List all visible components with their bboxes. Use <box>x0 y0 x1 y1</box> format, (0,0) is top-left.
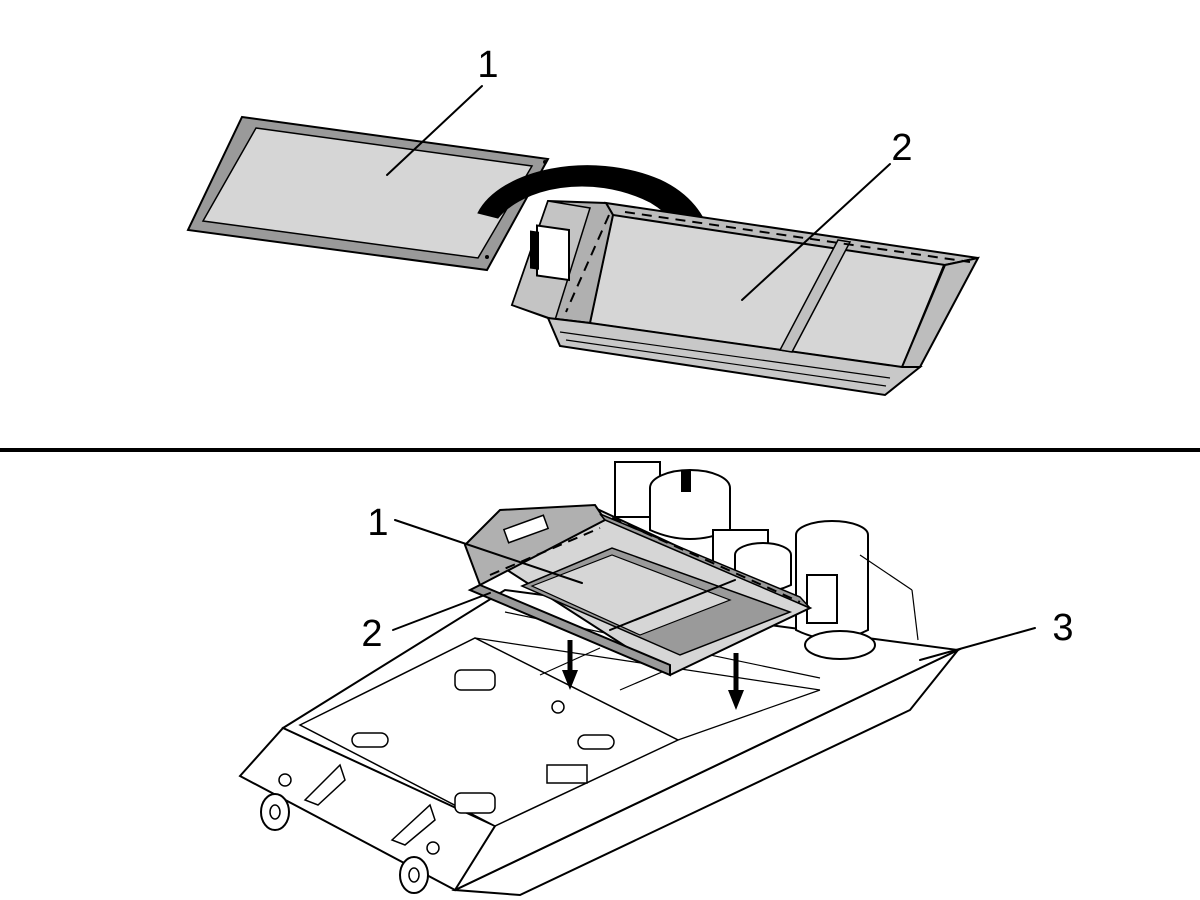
filter-pan-top <box>510 199 980 397</box>
leader-line-bottom-3 <box>919 627 1036 661</box>
leader-line-top-2 <box>741 163 891 301</box>
top-panel: 1 2 <box>186 44 980 397</box>
bottom-panel: 1 2 3 <box>238 461 1074 897</box>
leader-line-top-1 <box>386 85 483 176</box>
callout-top-1: 1 <box>477 44 498 86</box>
filter-pan-installed <box>463 503 813 677</box>
caster-right <box>399 856 429 894</box>
caster-left <box>260 793 290 831</box>
callout-bottom-2: 2 <box>361 613 382 655</box>
pump-motor-assembly <box>614 461 919 660</box>
callout-top-2: 2 <box>891 127 912 169</box>
callout-bottom-1: 1 <box>367 502 388 544</box>
leader-line-bottom-1 <box>394 519 583 584</box>
down-arrows <box>562 640 744 710</box>
filter-screen-top <box>186 115 550 272</box>
base-cabinet <box>238 588 962 897</box>
leader-line-bottom-2 <box>392 592 491 631</box>
callout-bottom-3: 3 <box>1052 607 1073 649</box>
